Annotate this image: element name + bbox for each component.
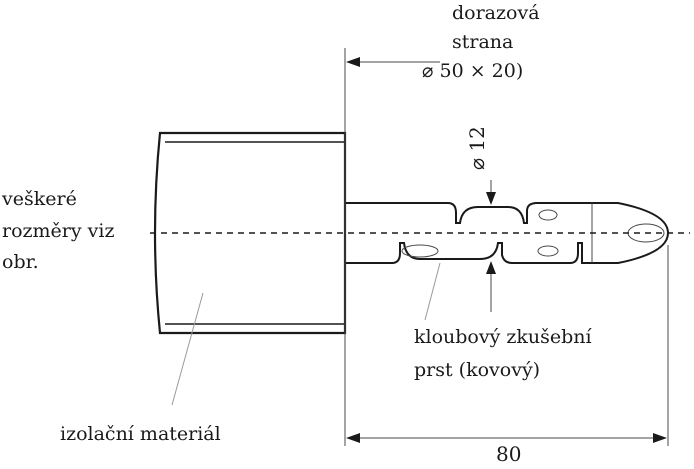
diameter-dimension: ⌀ 12	[465, 126, 489, 170]
finger-leader	[424, 262, 441, 321]
dimensions-note-line1: veškeré	[1, 188, 77, 210]
stop-face-label-line1: dorazová	[452, 2, 540, 24]
finger-label-line2: prst (kovový)	[414, 359, 540, 381]
dimensions-note-line2: rozměry viz	[2, 220, 114, 242]
finger-label-line1: kloubový zkušební	[414, 326, 593, 348]
dimensions-note-line3: obr.	[2, 251, 39, 273]
length-dimension: 80	[496, 442, 521, 464]
insulation-handle	[153, 131, 347, 335]
insulation-leader	[171, 292, 204, 406]
insulation-label: izolační materiál	[60, 423, 221, 445]
dimension-lines	[344, 48, 669, 446]
stop-face-label-line3: ⌀ 50 × 20)	[422, 60, 523, 82]
stop-face-label-line2: strana	[452, 31, 513, 53]
